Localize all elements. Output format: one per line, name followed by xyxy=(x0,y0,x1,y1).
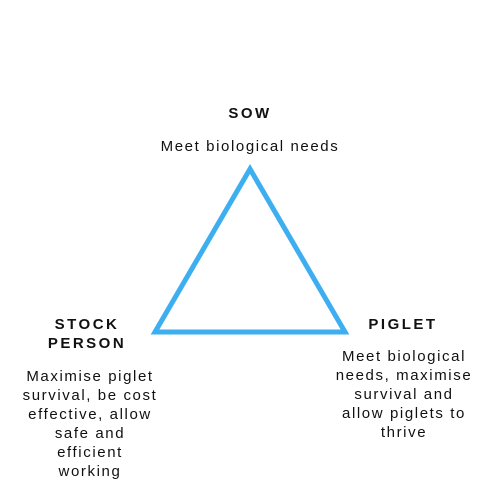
stock-person-description-line: Maximise piglet xyxy=(26,368,154,385)
triangle-outline xyxy=(150,164,350,335)
stock-person-description-line: working xyxy=(58,463,122,480)
stock-person-description-line: survival, be cost xyxy=(22,387,158,404)
stock-person-description-line: safe and xyxy=(54,425,126,442)
piglet-description-line: needs, maximise xyxy=(335,367,473,384)
sow-description: Meet biological needs xyxy=(160,138,340,155)
stock-person-description: Maximise piglet survival, be cost effect… xyxy=(2,367,178,481)
piglet-description-line: thrive xyxy=(380,424,428,441)
piglet-description-line: Meet biological xyxy=(341,348,467,365)
stock-person-description-line: effective, allow xyxy=(28,406,152,423)
stock-person-title-line: STOCK xyxy=(54,316,120,333)
stock-person-description-line: efficient xyxy=(57,444,123,461)
piglet-description: Meet biological needs, maximise survival… xyxy=(318,347,490,442)
stock-person-title-line: PERSON xyxy=(47,335,127,352)
piglet-title: PIGLET xyxy=(368,316,438,333)
stock-person-title: STOCK PERSON xyxy=(22,315,152,353)
sow-title: SOW xyxy=(228,105,272,122)
piglet-description-line: survival and xyxy=(354,386,454,403)
piglet-description-line: allow piglets to xyxy=(342,405,466,422)
